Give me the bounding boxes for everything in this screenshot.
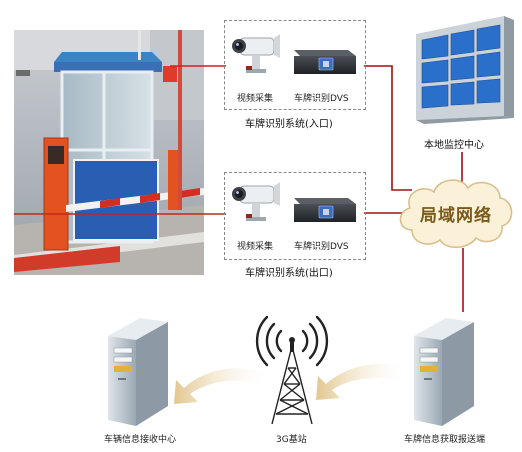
entry-system-caption: 车牌识别系统(入口)	[245, 119, 333, 130]
lan-cloud	[399, 179, 513, 249]
exit-camera-icon	[232, 182, 280, 221]
lan-label: 局域网络	[420, 206, 492, 226]
monitor-center-label: 本地监控中心	[424, 140, 484, 151]
entry-dvs-label: 车牌识别DVS	[294, 94, 349, 104]
exit-system-caption: 车牌识别系统(出口)	[245, 268, 333, 279]
sender-label: 车牌信息获取报送端	[404, 435, 486, 445]
receiver-label: 车辆信息接收中心	[104, 435, 177, 445]
entry-system-box	[224, 20, 366, 110]
arrow-to-base-station	[316, 363, 404, 400]
sender-server-icon	[414, 318, 474, 426]
base-station-label: 3G基站	[276, 435, 307, 445]
entry-camera-icon	[232, 34, 280, 73]
exit-dvs-icon	[294, 198, 356, 222]
exit-system-box	[224, 172, 366, 260]
radio-tower-icon	[255, 315, 329, 425]
exit-camera-label: 视频采集	[237, 242, 274, 252]
receiver-server-icon	[108, 318, 168, 426]
exit-dvs-label: 车牌识别DVS	[294, 242, 349, 252]
arrow-to-receiver	[174, 368, 265, 404]
entry-dvs-icon	[294, 50, 356, 74]
lan-connections	[364, 65, 464, 312]
entry-camera-label: 视频采集	[237, 94, 274, 104]
video-wall-icon	[416, 16, 514, 124]
